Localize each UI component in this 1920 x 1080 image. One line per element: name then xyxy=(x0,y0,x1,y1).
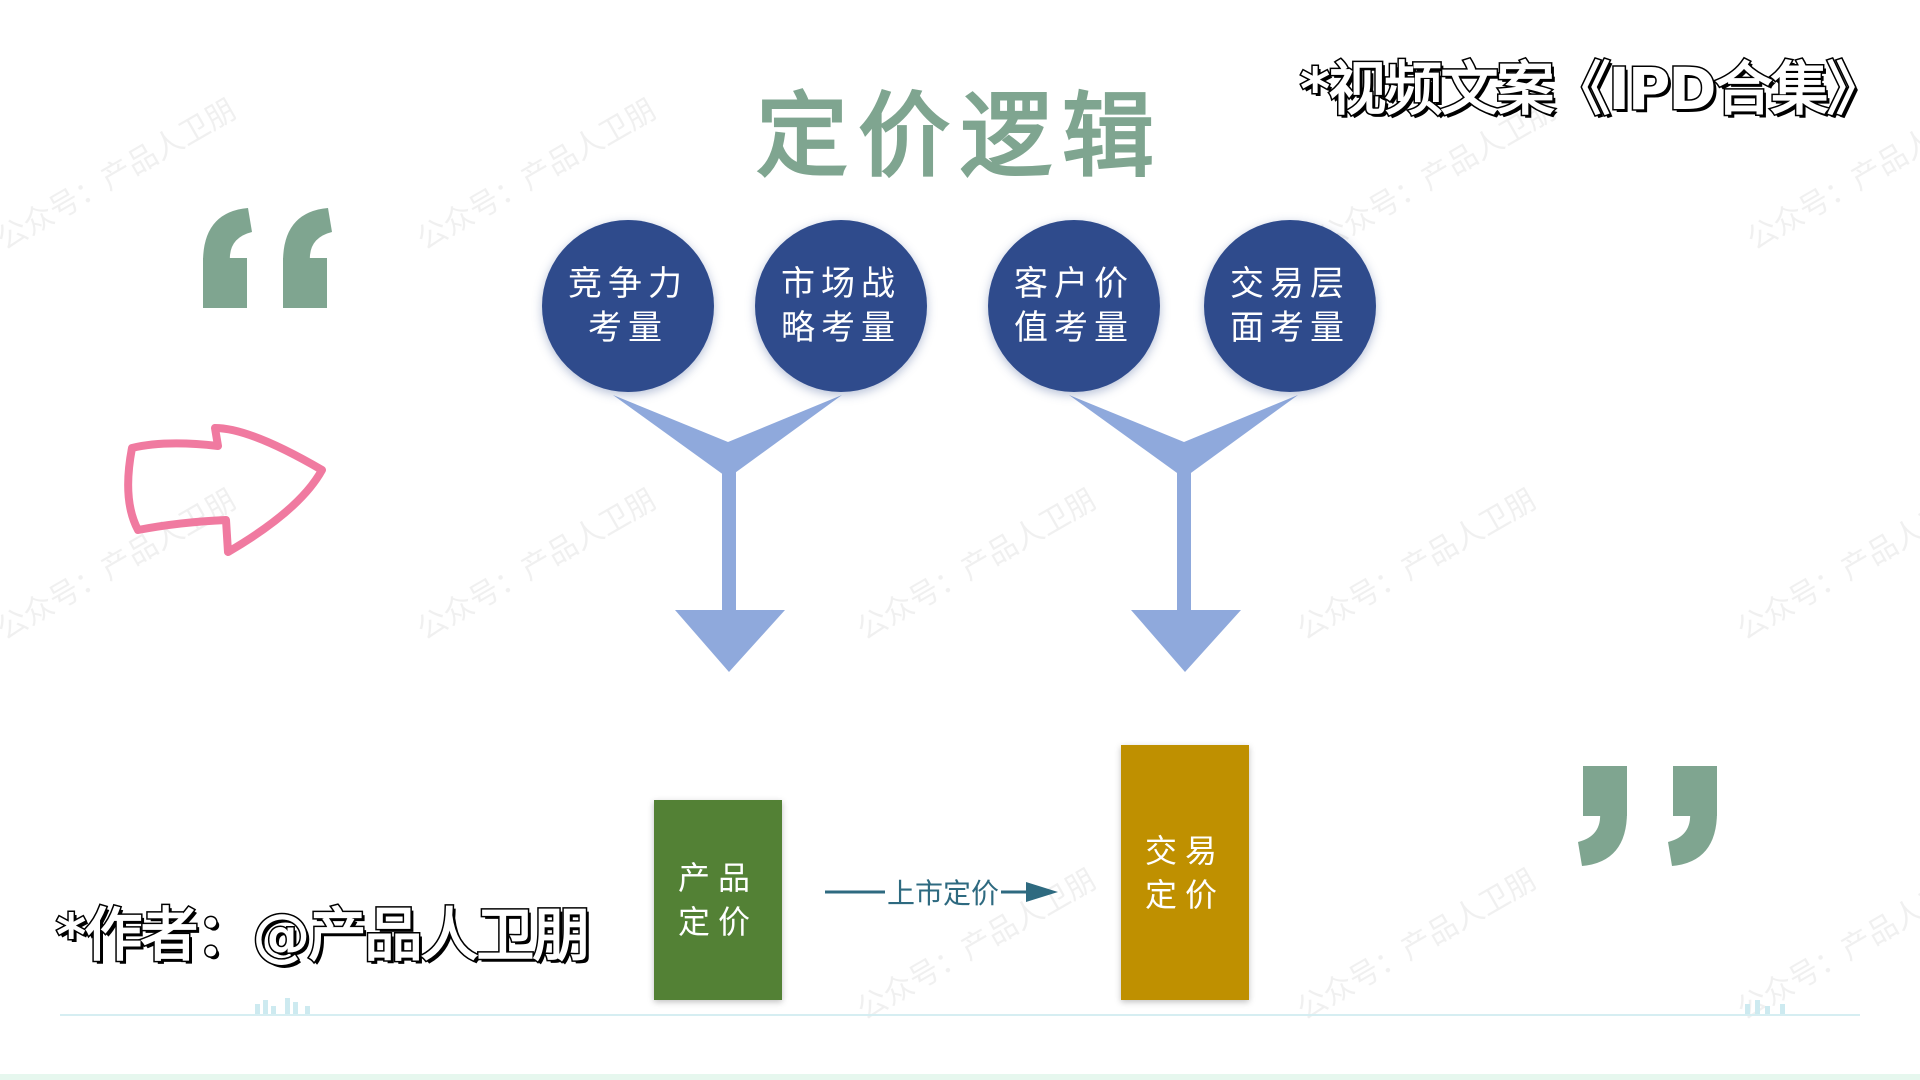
product-pricing-box: 产品定价 xyxy=(654,800,782,1000)
circle-label: 交易层面考量 xyxy=(1230,264,1350,348)
circle-label: 客户价值考量 xyxy=(1014,264,1134,348)
connector-label: 上市定价 xyxy=(885,872,1002,912)
trade-pricing-label: 交易定价 xyxy=(1145,831,1226,914)
circle-competitiveness: 竞争力考量 xyxy=(542,220,714,392)
author-tag: *作者：@产品人卫朋 xyxy=(54,900,591,971)
circle-label: 竞争力考量 xyxy=(568,264,688,348)
product-pricing-label: 产品定价 xyxy=(678,859,759,941)
circle-customer-value: 客户价值考量 xyxy=(988,220,1160,392)
hand-drawn-arrow-icon xyxy=(124,424,326,556)
close-quote-icon xyxy=(1578,766,1717,866)
trade-pricing-box: 交易定价 xyxy=(1121,745,1249,1000)
circle-label: 市场战略考量 xyxy=(781,264,901,348)
merge-arrow-right xyxy=(1069,395,1298,672)
merge-arrow-left xyxy=(613,395,842,672)
circle-market-strategy: 市场战略考量 xyxy=(755,220,927,392)
circle-transaction-level: 交易层面考量 xyxy=(1204,220,1376,392)
baseline-decoration xyxy=(255,998,1785,1016)
page-title: 定价逻辑 xyxy=(755,83,1164,190)
series-tag: *视频文案《IPD合集》 xyxy=(1299,54,1887,125)
bottom-strip xyxy=(0,1074,1920,1080)
open-quote-icon xyxy=(203,208,332,308)
baseline-divider xyxy=(60,1014,1860,1016)
